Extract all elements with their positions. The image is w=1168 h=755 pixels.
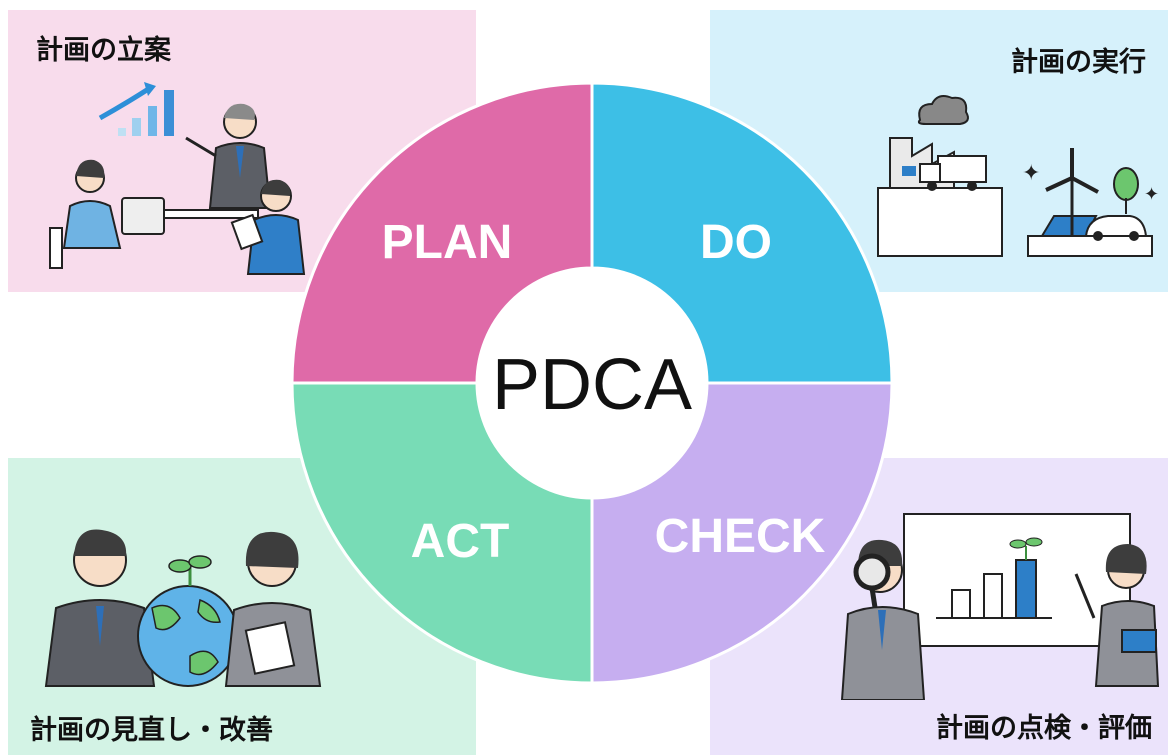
factory-and-renewable-energy-icon: ✦ ✦ — [877, 95, 1159, 257]
act-label: ACT — [411, 515, 510, 568]
earth-with-sprout-icon — [44, 529, 322, 687]
pdca-center-label: PDCA — [492, 345, 692, 425]
office-meeting-growth-chart-icon — [49, 82, 306, 275]
plan-caption: 計画の立案 — [36, 35, 171, 66]
do-segment — [590, 81, 894, 385]
svg-text:✦: ✦ — [1022, 161, 1040, 186]
plan-label: PLAN — [382, 216, 513, 269]
check-caption: 計画の点検・評価 — [936, 713, 1152, 744]
check-segment — [590, 381, 894, 685]
act-segment — [290, 381, 594, 685]
check-label: CHECK — [655, 510, 826, 563]
svg-text:✦: ✦ — [1144, 184, 1159, 205]
magnifier-and-bar-chart-icon — [840, 513, 1160, 700]
do-caption: 計画の実行 — [1011, 47, 1146, 78]
act-caption: 計画の見直し・改善 — [30, 715, 273, 746]
plan-segment — [290, 81, 594, 385]
do-label: DO — [700, 216, 772, 269]
center-circle — [479, 270, 705, 496]
